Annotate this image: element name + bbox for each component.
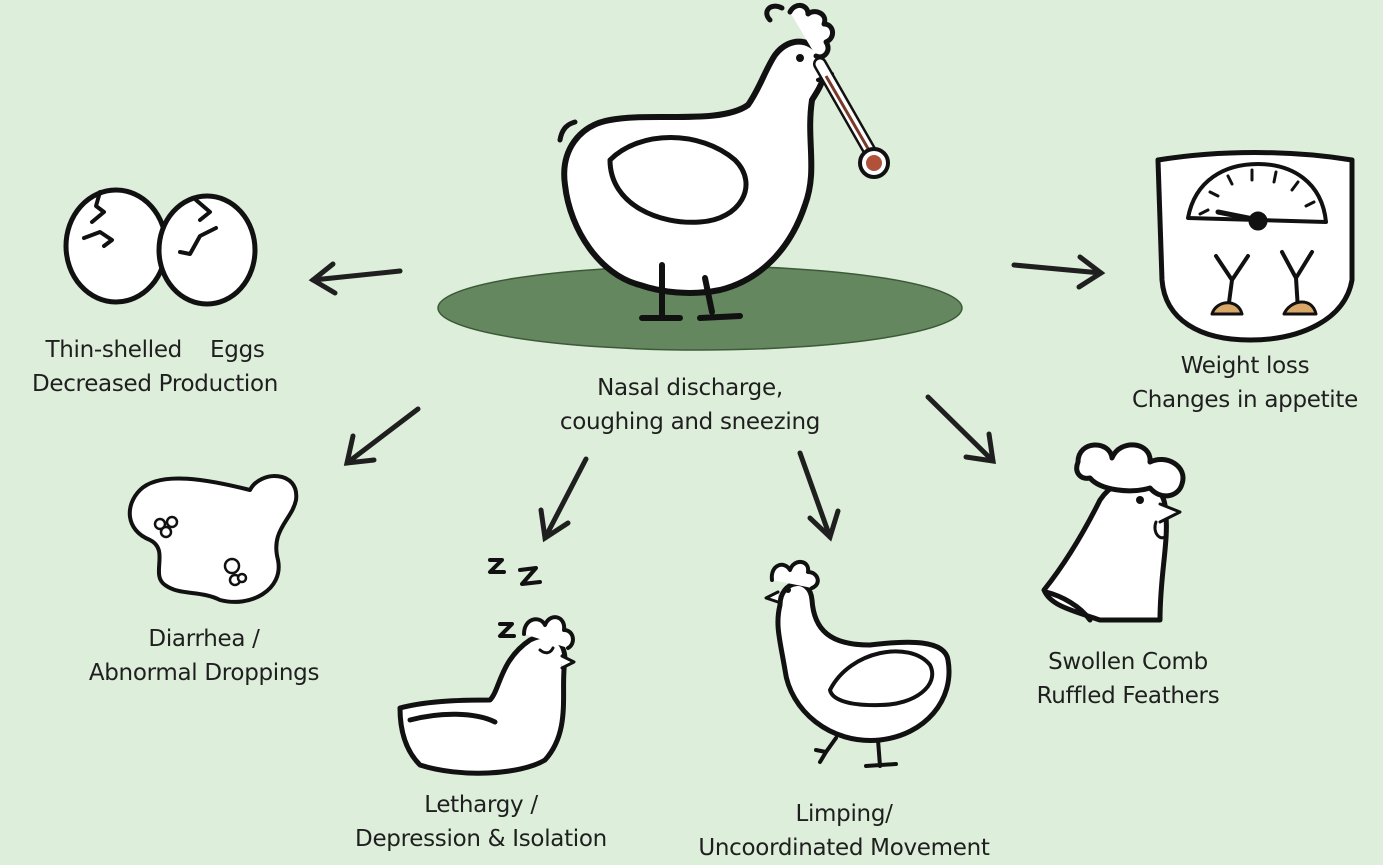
droppings-label: Diarrhea / Abnormal Droppings: [66, 622, 342, 690]
limping-line-1: Limping/: [670, 797, 1018, 831]
limping-chicken-icon: [766, 562, 949, 766]
droppings-line-2: Abnormal Droppings: [66, 656, 342, 690]
droppings-line-1: Diarrhea /: [66, 622, 342, 656]
weight-line-2: Changes in appetite: [1110, 383, 1380, 417]
droppings-icon: [130, 476, 297, 602]
comb-line-2: Ruffled Feathers: [1010, 679, 1246, 713]
thermometer-icon: [820, 64, 888, 177]
comb-line-1: Swollen Comb: [1010, 645, 1246, 679]
center-line-2: coughing and sneezing: [520, 405, 860, 439]
center-symptom-label: Nasal discharge, coughing and sneezing: [520, 371, 860, 439]
arrow-to-weight: [1014, 257, 1101, 287]
center-line-1: Nasal discharge,: [520, 371, 860, 405]
arrow-to-droppings: [347, 409, 418, 463]
weight-scale-icon: [1158, 153, 1352, 341]
swollen-comb-chicken-icon: [1044, 445, 1183, 620]
arrow-to-limping: [800, 453, 838, 537]
lethargy-line-1: Lethargy /: [336, 788, 626, 822]
sleeping-chicken-icon: [400, 560, 574, 773]
limping-label: Limping/ Uncoordinated Movement: [670, 797, 1018, 865]
arrow-to-lethargy: [541, 459, 586, 538]
lethargy-label: Lethargy / Depression & Isolation: [336, 788, 626, 856]
weight-label: Weight loss Changes in appetite: [1110, 349, 1380, 417]
lethargy-line-2: Depression & Isolation: [336, 822, 626, 856]
weight-line-1: Weight loss: [1110, 349, 1380, 383]
cracked-eggs-icon: [66, 190, 255, 304]
arrow-to-comb: [928, 397, 993, 461]
eggs-label: Thin-shelled Eggs Decreased Production: [2, 333, 308, 401]
eggs-line-2: Decreased Production: [2, 367, 308, 401]
comb-label: Swollen Comb Ruffled Feathers: [1010, 645, 1246, 713]
eggs-line-1: Thin-shelled Eggs: [2, 333, 308, 367]
arrow-to-eggs: [313, 264, 400, 293]
